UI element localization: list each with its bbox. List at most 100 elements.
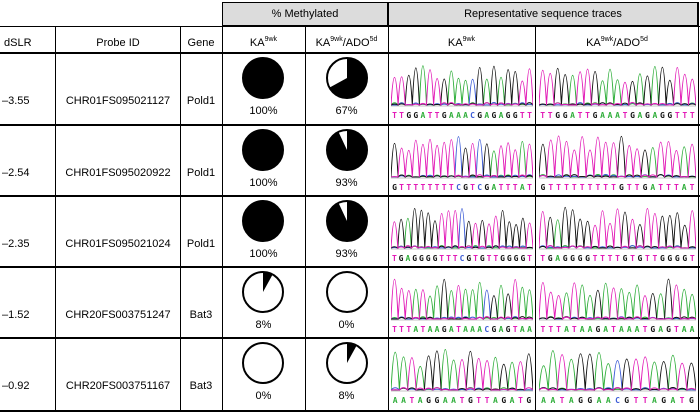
trace-ka-ado-base-letter: G [587,396,592,405]
col-header-trace-ka-ado: KA9wk/ADO5d [536,36,698,50]
trace-ka-ado-base-letter: T [595,183,600,192]
trace-ka-ado-base-letter: A [637,111,642,120]
trace-ka-base-letter: T [449,183,454,192]
pie-ka-outline [242,129,284,171]
dslr-value: –2.35 [2,238,30,250]
trace-ka-ado-base-letter: G [637,254,642,263]
trace-ka-ado-base-letter: A [652,111,657,120]
col-header-ka-ado: KA9wk/ADO5d [305,36,388,50]
trace-ka-ado-base-letter: A [627,325,632,334]
col-divider-probe [180,26,181,411]
trace-ka-base-letter: A [463,111,468,120]
pie-ka-ado-slice [327,130,367,170]
trace-ka-ado-base-letter: T [652,254,657,263]
trace-ka-base-letter: C [477,183,482,192]
gene-name: Pold1 [186,95,216,107]
trace-ka-base-letter: G [526,396,531,405]
pie-ka-slice [263,272,273,292]
trace-ka-ado-base-letter: A [541,396,546,405]
row-separator-1 [0,124,700,126]
trace-ka-base-letter: T [428,183,433,192]
trace-ka-ado-base-letter: A [658,325,663,334]
trace-ka-base-letter: T [446,254,451,263]
trace-ka-ado-base-letter: T [572,325,577,334]
trace-ka-peaks-T [391,279,533,321]
trace-ka-base-letter: A [401,396,406,405]
trace-ka-base-letter: A [443,396,448,405]
trace-ka-base-letter: G [484,183,489,192]
trace-ka-ado-base-letter: T [666,183,671,192]
percent-ka: 100% [249,177,278,189]
trace-ka-base-letter: T [518,396,523,405]
pie-ka [242,57,284,99]
trace-ka-base-letter: T [460,396,465,405]
probe-id: CHR20FS003751247 [65,309,171,321]
trace-ka-ado-base-letter: T [548,325,553,334]
trace-ka-base-letter: A [470,325,475,334]
probe-id: CHR01FS095021024 [65,238,171,250]
trace-ka-base-letter: T [413,183,418,192]
trace-ka-base-letter: T [420,325,425,334]
trace-ka-ado-base-letter: A [588,325,593,334]
trace-ka-base-letter: G [466,254,471,263]
row-separator-3 [0,266,700,268]
ka-ado-sup-1: 9wk [330,36,343,43]
percent-ka-ado: 8% [338,390,355,402]
trace-ka-base-letter: T [513,183,518,192]
trace-ka-ado-base-letter: G [675,254,680,263]
trace-ka-ado-base-letter: T [611,325,616,334]
trace-ka-base-letter: C [456,183,461,192]
trace-ka-ado-base-letter: T [611,183,616,192]
percent-ka: 100% [249,248,278,260]
trace-ka-base-letter: T [439,254,444,263]
trace-ka-peaks-G [391,350,533,392]
trace-ka-base-letter: G [412,254,417,263]
trace-ka-base-letter: A [463,325,468,334]
trace-ka-ado-base-letter: G [570,254,575,263]
trace-ka-base-letter: A [405,254,410,263]
percent-ka-ado: 0% [338,319,355,331]
trace-ka-base-letter: T [442,183,447,192]
trace-ka-ado-base-letter: T [564,183,569,192]
trace-ka-base-letter: T [409,396,414,405]
trace-ka-base-letter: A [435,325,440,334]
pie-ka-ado [326,200,368,242]
header-sequence-traces: Representative sequence traces [388,2,698,26]
pie-ka-ado [326,342,368,384]
trace-ka-base-letter: C [460,254,465,263]
dslr-value: –1.52 [2,309,30,321]
trace-ka-peaks-T [391,210,533,250]
trace-ka-ado-base-letter: T [540,111,545,120]
trace-ka-ado-base-letter: T [615,254,620,263]
trace-ka-ado-peaks-A [539,350,696,392]
trace-ka-peaks-T [391,68,533,107]
trace-ka-ado-base-letter: G [555,111,560,120]
trace-ka-ado-base-letter: G [645,111,650,120]
trace-ka-ado-base-letter: A [619,325,624,334]
trace-ka-ado-base-letter: T [540,254,545,263]
trace-ka-ado-base-letter: G [578,254,583,263]
table-bottom-rule [0,410,700,412]
trace-ka-ado-base-letter: G [563,254,568,263]
trace-ka-ado-base-letter: G [563,111,568,120]
trace-ka-base-letter: T [406,325,411,334]
trace-ka-ado-base-letter: T [580,183,585,192]
percent-ka-ado: 67% [335,105,358,117]
trace-ka-peaks-A [391,349,533,392]
percent-ka: 0% [255,390,272,402]
table-top-rule [0,26,700,27]
pie-ka-ado [326,57,368,99]
trace-ka-base-letter: A [527,325,532,334]
trace-ka-ado-base-letter: T [608,254,613,263]
trace-ka-base-letter: T [435,183,440,192]
trace-ka-ado-sup-1: 9wk [600,36,614,43]
trace-ka-ado-base-letter: G [578,396,583,405]
trace-ka-base-letter: G [491,325,496,334]
trace-ka-ado-base-letter: A [650,183,655,192]
trace-ka-ado-base-letter: T [643,325,648,334]
trace-ka-base-letter: T [506,183,511,192]
